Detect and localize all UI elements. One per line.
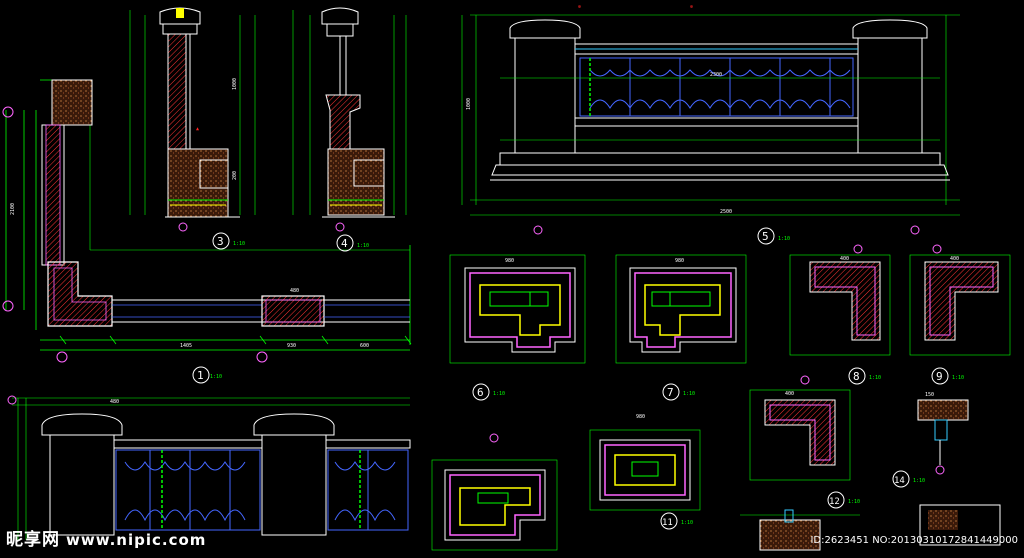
detail-7-width: 980 bbox=[675, 258, 684, 264]
detail-1-marker bbox=[192, 366, 210, 384]
plan-dim-1: 1405 bbox=[180, 343, 192, 349]
detail-5-marker bbox=[757, 227, 775, 245]
detail-7-marker bbox=[662, 383, 680, 401]
detail-12-scale: 1:10 bbox=[848, 499, 860, 505]
bottom-elevation: 480 bbox=[7, 395, 411, 540]
detail-3-scale: 1:10 bbox=[233, 241, 245, 247]
detail-14-section: 150 14 1:10 bbox=[892, 392, 1001, 546]
elevation-panel: 2300 bbox=[710, 72, 722, 78]
bottom-elev-dim: 480 bbox=[110, 399, 119, 405]
detail-7-number: 7 bbox=[667, 386, 674, 399]
plan-dim-2: 930 bbox=[287, 343, 296, 349]
detail-12-dim: 400 bbox=[785, 391, 794, 397]
detail-8-scale: 1:10 bbox=[869, 375, 881, 381]
detail-3-number: 3 bbox=[217, 235, 224, 248]
detail-4-number: 4 bbox=[341, 237, 348, 250]
watermark-brand: 昵享网 bbox=[6, 530, 60, 550]
detail-9-number: 9 bbox=[936, 370, 943, 383]
detail-6-marker bbox=[472, 383, 490, 401]
detail-7-scale: 1:10 bbox=[683, 391, 695, 397]
detail-1-scale: 1:10 bbox=[210, 374, 222, 380]
detail-9-plan: 400 9 1:10 bbox=[909, 244, 1011, 385]
detail-14-scale: 1:10 bbox=[913, 478, 925, 484]
detail-14-marker bbox=[892, 470, 910, 488]
detail-6-plan: 980 6 1:10 bbox=[449, 254, 586, 401]
image-id-text: ID:2623451 NO:20130310172841449000 bbox=[810, 535, 1018, 546]
elevation-height: 1000 bbox=[466, 98, 472, 110]
elevation-length: 2500 bbox=[720, 209, 732, 215]
detail-1-number: 1 bbox=[197, 369, 204, 382]
detail-10-plan bbox=[431, 433, 558, 551]
svg-text:⊕: ⊕ bbox=[690, 4, 693, 10]
detail-11-number: 11 bbox=[662, 518, 673, 528]
detail-1-plan: 1405 930 600 480 2100 1 1:10 bbox=[2, 79, 412, 384]
detail-6-width: 980 bbox=[505, 258, 514, 264]
detail-12-plan: 400 12 1:10 bbox=[749, 375, 860, 509]
detail-5-elevation: 2500 2300 1000 ⊕ ⊕ 5 1:10 bbox=[461, 4, 960, 245]
detail-11-width: 980 bbox=[636, 414, 645, 420]
detail-4-section: 4 1:10 bbox=[292, 7, 407, 252]
plan-total-dim: 2100 bbox=[10, 203, 16, 215]
detail-11-marker bbox=[660, 512, 678, 530]
detail-12-marker bbox=[827, 491, 845, 509]
detail-11-plan: 980 11 1:10 bbox=[589, 414, 701, 530]
detail-9-dim: 400 bbox=[950, 256, 959, 262]
detail-3-height: 1000 bbox=[232, 78, 238, 90]
watermark-site: www.nipic.com bbox=[66, 531, 207, 549]
detail-8-number: 8 bbox=[853, 370, 860, 383]
detail-7-plan: 980 7 1:10 bbox=[615, 254, 747, 401]
detail-6-number: 6 bbox=[477, 386, 484, 399]
bottom-partial-detail bbox=[740, 509, 860, 551]
detail-14-dim: 150 bbox=[925, 392, 934, 398]
detail-12-number: 12 bbox=[829, 497, 840, 507]
detail-14-number: 14 bbox=[894, 476, 905, 486]
detail-5-number: 5 bbox=[762, 230, 769, 243]
detail-8-marker bbox=[848, 367, 866, 385]
detail-9-scale: 1:10 bbox=[952, 375, 964, 381]
detail-3-marker bbox=[212, 232, 230, 250]
plan-dim-3: 600 bbox=[360, 343, 369, 349]
svg-text:▲: ▲ bbox=[196, 126, 199, 132]
detail-8-dim: 400 bbox=[840, 256, 849, 262]
detail-5-scale: 1:10 bbox=[778, 236, 790, 242]
detail-6-scale: 1:10 bbox=[493, 391, 505, 397]
detail-11-scale: 1:10 bbox=[681, 520, 693, 526]
detail-4-scale: 1:10 bbox=[357, 243, 369, 249]
detail-3-section: 1000 200 ▲ 3 1:10 bbox=[129, 7, 256, 250]
detail-9-marker bbox=[931, 367, 949, 385]
svg-text:⊕: ⊕ bbox=[578, 4, 581, 10]
detail-8-plan: 400 8 1:10 bbox=[789, 244, 891, 385]
watermark: 昵享网 www.nipic.com bbox=[6, 525, 206, 550]
plan-pier-dim: 480 bbox=[290, 288, 299, 294]
detail-4-marker bbox=[336, 234, 354, 252]
detail-3-base: 200 bbox=[232, 171, 238, 180]
